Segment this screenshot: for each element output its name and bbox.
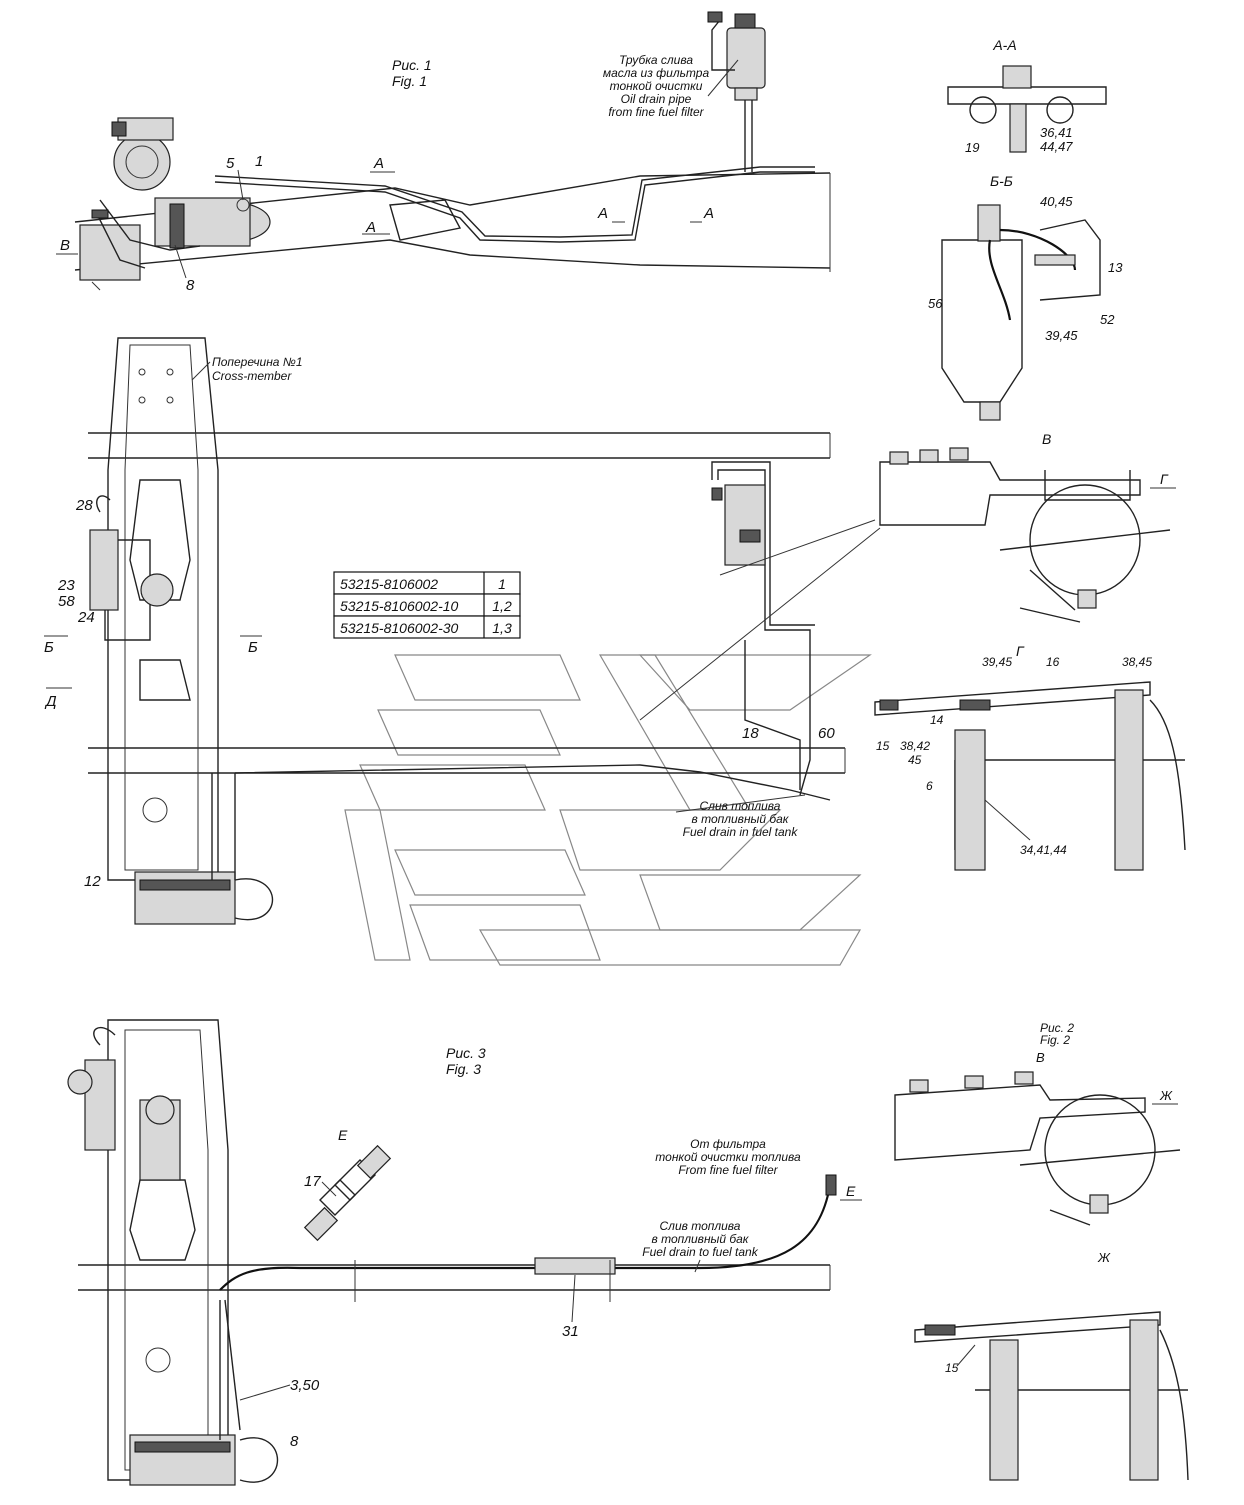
fig1-pump-assembly [79,117,271,291]
fig1-view-b-mark: B [60,237,70,254]
section-aa: A-A 19 36,41 44,47 [947,37,1107,155]
section-bb-label-52: 52 [1100,312,1115,327]
fig3-from-note-ru-2: тонкой очистки топлива [655,1150,801,1164]
view-g-label-38-42: 38,42 [900,739,930,753]
fig1-side-view: Рис. 1 Fig. 1 Трубка слива масла из филь… [56,11,831,294]
drain-note-ru-2: в топливный бак [692,812,790,826]
main-label-28: 28 [75,497,93,514]
main-label-12: 12 [84,873,101,890]
fig3-drain-note-ru-1: Слив топлива [660,1219,741,1233]
fig2-zh-mark: Ж [1159,1088,1173,1103]
oil-drain-note-ru-2: масла из фильтра [603,66,710,80]
variants-fig-1: 1 [498,576,506,592]
main-section-b-1: Б [44,639,54,656]
fig1-section-a-2: A [365,219,376,236]
section-bb-label-40: 40,45 [1040,194,1073,209]
view-g-detail: Г 39,45 16 38,45 14 15 38,42 45 6 34,41,… [874,643,1186,871]
fig1-label-8: 8 [186,277,195,294]
view-g-label-39: 39,45 [982,655,1012,669]
section-aa-title: A-A [992,37,1016,53]
view-g-label-14: 14 [930,713,944,727]
crossmember-label-en: Cross-member [212,369,292,383]
variants-code-1: 53215-8106002 [340,576,438,592]
fig2-view-v-title: B [1036,1050,1045,1065]
main-label-24: 24 [77,609,95,626]
section-bb-label-13: 13 [1108,260,1123,275]
main-label-23: 23 [57,577,75,594]
fig3-from-note-en: From fine fuel filter [678,1163,778,1177]
fig1-title-ru: Рис. 1 [392,57,432,73]
view-v-detail: B Г [639,431,1176,721]
fig1-section-a-1: A [373,155,384,172]
main-label-18: 18 [742,725,759,742]
fig2-zh-title: Ж [1097,1250,1111,1265]
crossmember-label-ru: Поперечина №1 [212,355,303,369]
fig1-title-en: Fig. 1 [392,73,427,89]
main-label-60: 60 [818,725,835,742]
section-aa-label-44: 44,47 [1040,139,1073,154]
fig1-label-1: 1 [255,153,263,170]
view-g-label-6: 6 [926,779,933,793]
section-bb-title: Б-Б [990,173,1013,189]
fig3-bottom-view: Рис. 3 Fig. 3 Е Е 17 От фильтра тонкой о… [67,1019,862,1486]
view-v-title: B [1042,431,1051,447]
fig3-label-3-50: 3,50 [290,1377,320,1394]
fig1-section-a-3: A [597,205,608,222]
fig3-label-31: 31 [562,1323,579,1340]
view-g-label-15: 15 [876,739,890,753]
drain-note-en: Fuel drain in fuel tank [683,825,799,839]
fig3-drain-note-ru-2: в топливный бак [652,1232,750,1246]
oil-drain-note-ru-1: Трубка слива [619,53,693,67]
fig3-title-en: Fig. 3 [446,1061,481,1077]
section-aa-label-19: 19 [965,140,979,155]
fig2-title-en: Fig. 2 [1040,1033,1070,1047]
drain-note-ru-1: Слив топлива [700,799,781,813]
fig3-drain-note-en: Fuel drain to fuel tank [642,1245,758,1259]
view-g-label-38: 38,45 [1122,655,1152,669]
variants-row-3 [333,615,521,639]
variants-fig-2: 1,2 [492,598,512,614]
fig3-title-ru: Рис. 3 [446,1045,486,1061]
fig3-e-label: Е [338,1127,348,1143]
fig1-label-5: 5 [226,155,235,172]
watermark-logo [344,654,872,966]
fig2-label-15: 15 [945,1361,959,1375]
variants-code-2: 53215-8106002-10 [340,598,459,614]
section-bb: Б-Б 40,45 13 56 52 39,45 [928,173,1123,421]
oil-drain-note-en-2: from fine fuel filter [608,105,704,119]
section-bb-label-39: 39,45 [1045,328,1078,343]
view-g-title: Г [1016,643,1025,659]
section-aa-label-36: 36,41 [1040,125,1073,140]
oil-drain-note-en-1: Oil drain pipe [621,92,692,106]
variants-code-3: 53215-8106002-30 [340,620,459,636]
main-label-58: 58 [58,593,75,610]
main-section-d: Д [44,693,57,710]
variants-fig-3: 1,3 [492,620,512,636]
fig1-section-a-4: A [703,205,714,222]
fig3-coupling-detail-e [303,1144,392,1242]
view-g-label-16: 16 [1046,655,1060,669]
variants-table: 53215-8106002 53215-8106002-10 53215-810… [333,571,521,639]
section-bb-label-56: 56 [928,296,943,311]
fig2-details: Рис. 2 Fig. 2 B Ж Ж 15 [894,1021,1189,1481]
fig2-title-ru: Рис. 2 [1040,1021,1074,1035]
view-v-g-mark: Г [1160,471,1169,487]
view-g-label-34: 34,41,44 [1020,843,1067,857]
fig3-label-17: 17 [304,1173,321,1190]
view-g-label-45: 45 [908,753,922,767]
fig3-from-note-ru-1: От фильтра [690,1137,766,1151]
main-section-b-2: Б [248,639,258,656]
main-frame-top-view: Поперечина №1 Cross-member 28 23 58 24 Б… [44,337,846,925]
fig3-e-mark: Е [846,1183,856,1199]
fig3-label-8: 8 [290,1433,299,1450]
oil-drain-note-ru-3: тонкой очистки [610,79,703,93]
